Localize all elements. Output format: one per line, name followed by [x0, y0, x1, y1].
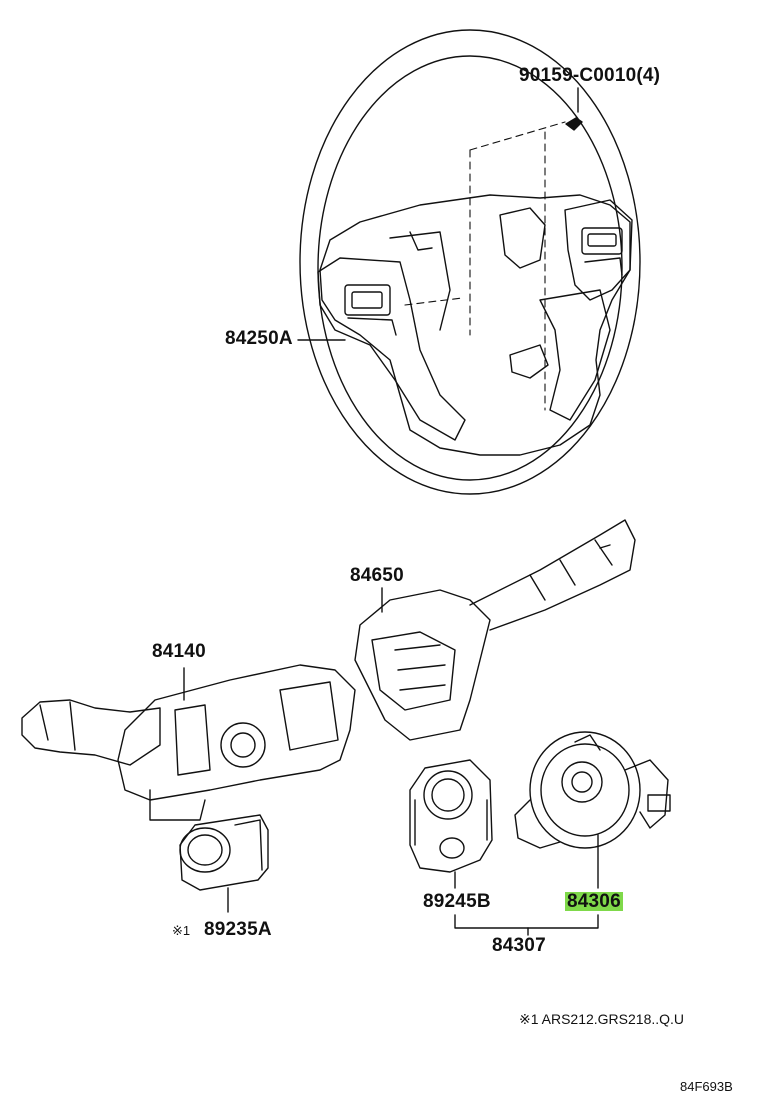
label-spiral-cable[interactable]: 84306 — [565, 891, 623, 912]
small-switch-drawing — [179, 814, 269, 913]
label-assembly[interactable]: 84307 — [492, 935, 546, 956]
angle-sensor-drawing — [409, 759, 493, 889]
steering-wheel-drawing — [297, 29, 641, 495]
label-right-switch[interactable]: 84650 — [350, 565, 404, 586]
label-steering-wheel[interactable]: 84250A — [225, 328, 293, 349]
label-bolt[interactable]: 90159-C0010(4) — [519, 65, 661, 86]
left-switch-drawing — [21, 664, 356, 821]
label-footnote: ※1 ARS212.GRS218..Q.U — [519, 1011, 685, 1027]
spiral-cable-drawing — [514, 731, 671, 889]
label-note-mark: ※1 — [172, 923, 191, 938]
assembly-bracket — [454, 914, 599, 929]
right-switch-drawing — [354, 519, 636, 741]
label-left-switch[interactable]: 84140 — [152, 641, 206, 662]
label-angle-sensor[interactable]: 89245B — [423, 891, 491, 912]
label-small-switch[interactable]: 89235A — [204, 919, 272, 940]
label-diagram-code: 84F693B — [680, 1079, 733, 1094]
